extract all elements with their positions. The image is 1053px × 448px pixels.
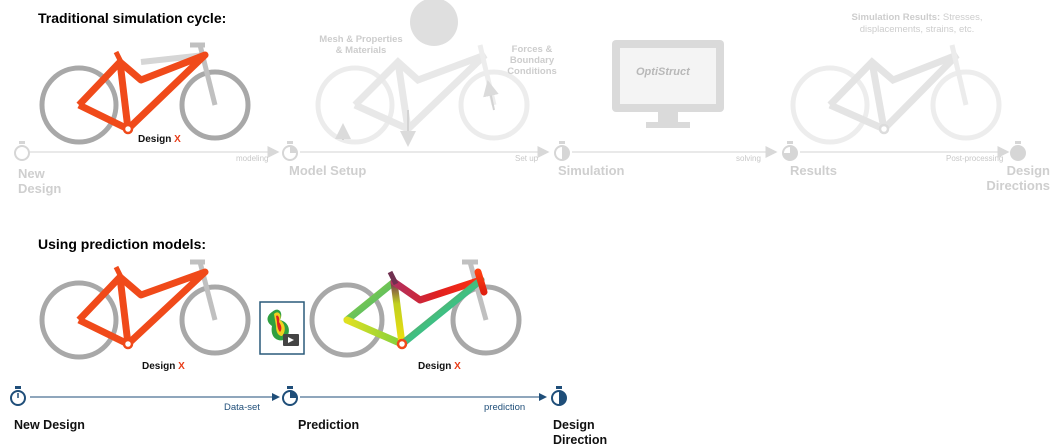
mesh-annotation: Mesh & Properties & Materials [319,34,403,56]
results-annotation-text: Stresses, displacements, strains, etc. [859,12,983,35]
step-label-modeling: modeling [236,154,269,163]
bike-results-faded [790,44,1002,145]
step-label-setup: Set up [515,154,539,163]
step-label-solving: solving [736,154,761,163]
bike-new-design-prediction [39,259,251,360]
timer-icon-new-design [10,386,26,406]
timer-icon-prediction [282,386,298,406]
design-label-trad-text: Design [138,134,172,145]
design-label-pred-1: Design X [142,361,185,372]
stage-simulation: Simulation [558,163,625,178]
bike-new-design-traditional [39,42,251,145]
monitor-icon [612,40,724,128]
timer-icon-trad-2 [282,141,298,161]
timer-icon-trad-5 [1010,141,1026,161]
design-label-pred-2: Design X [418,361,461,372]
stage-prediction: Prediction [298,418,360,432]
bike-model-setup-faded [315,0,530,147]
design-mark-pred-2: X [454,361,461,372]
edge-label-prediction: prediction [484,402,526,413]
prediction-model-icon [259,301,305,355]
stage-design-direction: Design Direction [553,418,608,447]
traditional-heading: Traditional simulation cycle: [38,10,227,26]
stage-new-design-trad: New Design [18,166,62,196]
bike-predicted-stress [309,259,522,358]
design-label-pred-2-text: Design [418,361,452,372]
stage-design-directions: Design Directions [986,163,1050,193]
design-mark-pred-1: X [178,361,185,372]
results-annotation: Simulation Results: Stresses, displaceme… [822,12,1012,36]
solver-logo: OptiStruct [636,66,690,78]
timer-icon-trad-1 [14,141,30,161]
stage-model-setup: Model Setup [289,163,367,178]
design-mark-trad: X [174,134,181,145]
edge-label-dataset: Data-set [224,402,260,413]
timer-icon-trad-3 [554,141,570,161]
design-label-trad: Design X [138,134,181,145]
timer-icon-trad-4 [782,141,798,161]
timer-icon-design-direction [551,386,567,406]
forces-annotation: Forces & Boundary Conditions [507,44,557,77]
step-label-postprocessing: Post-processing [946,154,1004,163]
stage-new-design-pred: New Design [14,418,85,432]
results-annotation-bold: Simulation Results: [851,12,941,23]
stage-results: Results [790,163,837,178]
design-label-pred-1-text: Design [142,361,176,372]
prediction-heading: Using prediction models: [38,236,207,252]
